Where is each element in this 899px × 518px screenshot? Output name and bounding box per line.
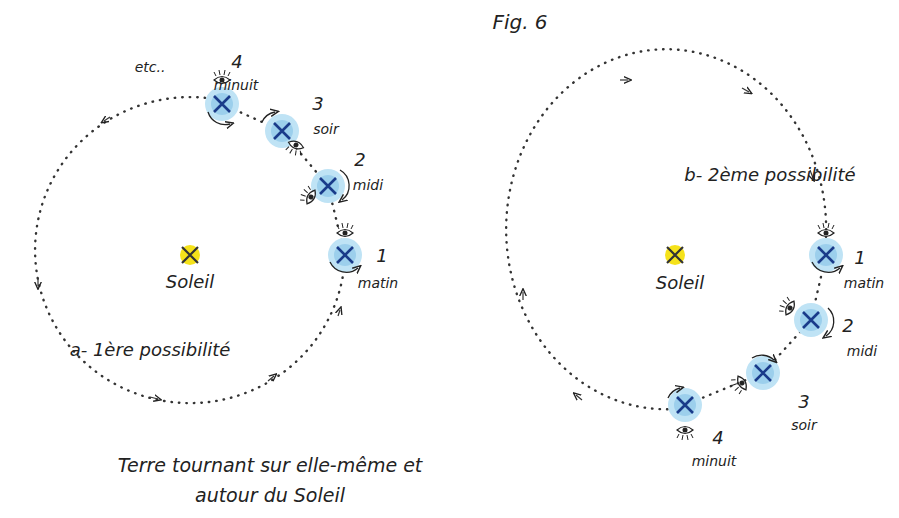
sun-label: Soleil (656, 273, 705, 293)
orbit-arrows (523, 80, 813, 400)
note: etc.. (135, 60, 166, 75)
callout-number: 3 (798, 392, 809, 412)
sun-label: Soleil (166, 272, 215, 292)
time-label: soir (791, 418, 817, 433)
time-label: matin (844, 276, 884, 291)
orbit (506, 49, 826, 409)
callout-number: 4 (712, 428, 723, 448)
time-label: minuit (214, 78, 259, 93)
callout-number: 3 (312, 94, 323, 114)
time-label: midi (847, 344, 877, 359)
orbit-arrows (38, 117, 340, 399)
orbit (35, 97, 345, 403)
callout-number: 4 (231, 52, 242, 72)
callout-number: 2 (354, 150, 365, 170)
time-label: minuit (692, 454, 737, 469)
time-label: midi (353, 178, 383, 193)
case-label: b- 2ème possibilité (684, 165, 855, 185)
case-label: a- 1ère possibilité (70, 340, 231, 360)
figure-title: Fig. 6 (492, 11, 547, 33)
rotation-arrow (208, 112, 358, 272)
time-label: soir (313, 122, 339, 137)
callout-number: 1 (376, 246, 387, 266)
time-label: matin (358, 276, 398, 291)
caption: Terre tournant sur elle-même et autour d… (100, 450, 440, 511)
callout-number: 2 (842, 316, 853, 336)
callout-number: 1 (854, 248, 865, 268)
